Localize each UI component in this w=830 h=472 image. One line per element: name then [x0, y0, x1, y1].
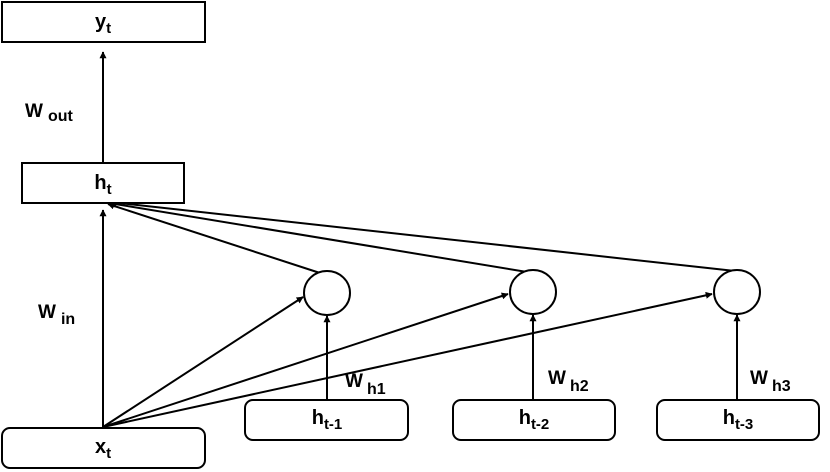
combine-node-2 [509, 269, 557, 315]
prev-state-node-3: ht-3 [656, 399, 820, 441]
output-node-label: yt [95, 11, 111, 37]
edge-circle3-to-h [109, 199, 736, 272]
input-node-label: xt [95, 436, 111, 462]
prev-state-label-1: ht-1 [312, 407, 343, 433]
edges [99, 51, 741, 428]
combine-node-1 [303, 270, 351, 316]
edge-x-to-circle2 [102, 292, 509, 428]
combine-node-3 [713, 269, 761, 315]
edge-x-to-circle3 [102, 291, 713, 428]
prev-state-node-2: ht-2 [452, 399, 616, 441]
combination-nodes [303, 269, 761, 316]
prev-state-label-3: ht-3 [723, 407, 754, 433]
edge-circle2-to-h [108, 200, 528, 273]
input-node: xt [1, 427, 206, 469]
hidden-node: ht [21, 162, 185, 204]
prev-state-label-2: ht-2 [519, 407, 550, 433]
output-node: yt [1, 1, 206, 43]
edge-circle1-to-h [107, 202, 321, 274]
prev-state-node-1: ht-1 [244, 399, 409, 441]
edge-x-to-circle1 [102, 296, 304, 428]
hidden-node-label: ht [94, 172, 111, 198]
